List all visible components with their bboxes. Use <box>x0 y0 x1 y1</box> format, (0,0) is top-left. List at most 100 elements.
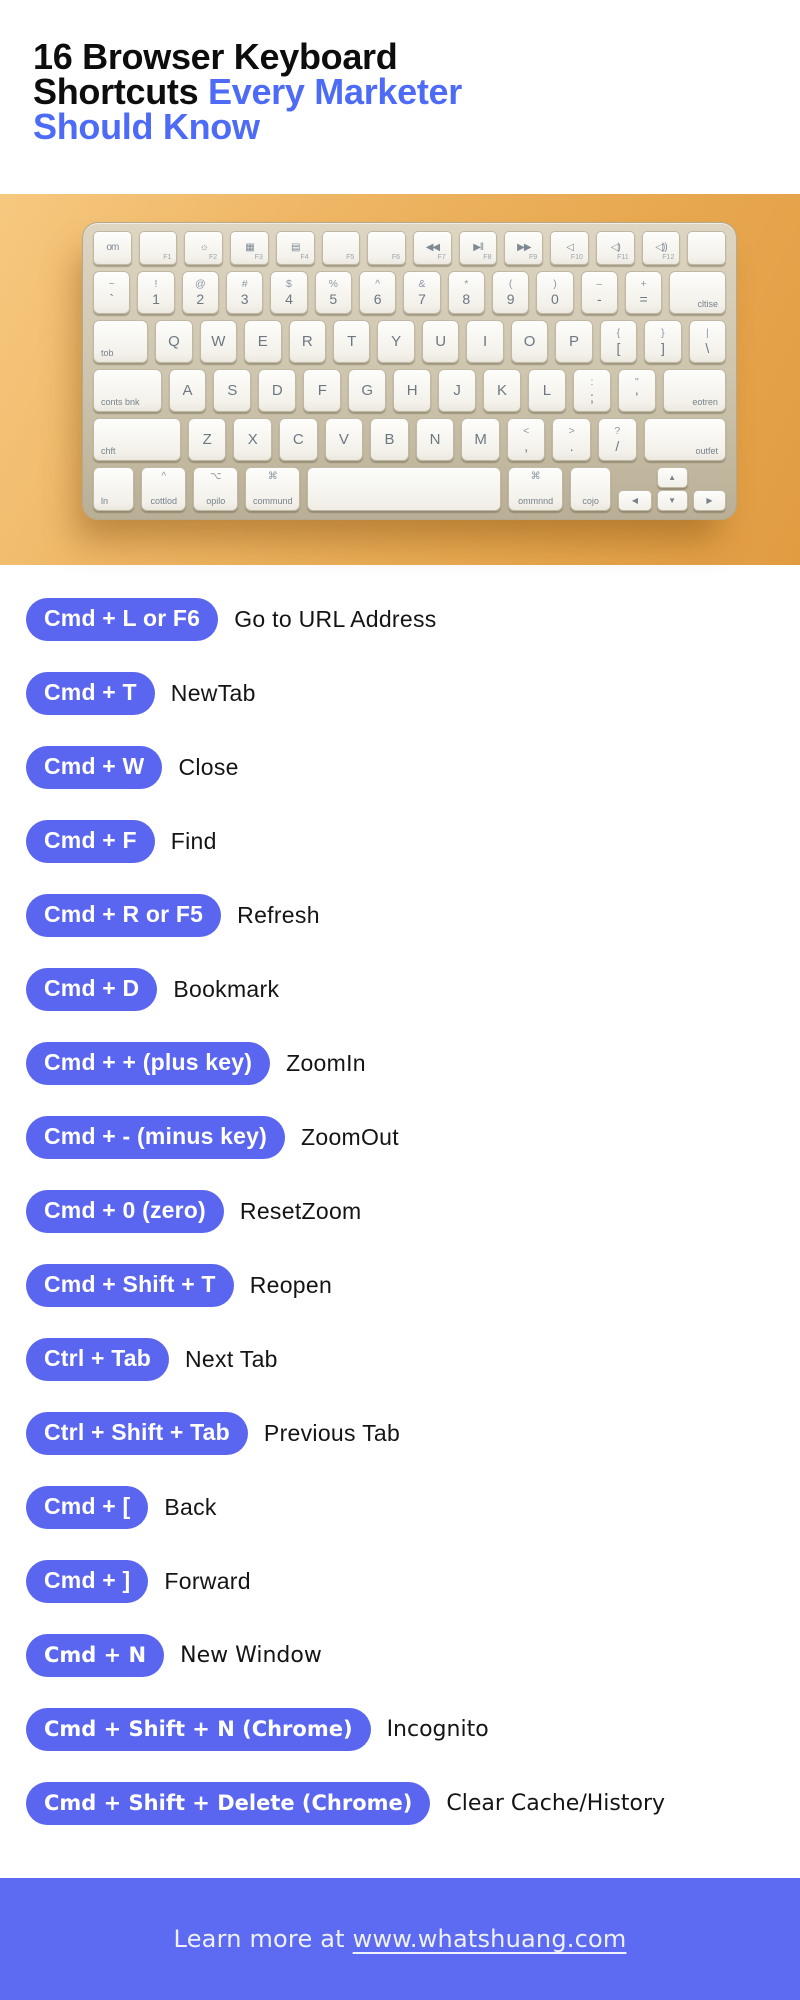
key-main-legend: ln <box>101 496 109 506</box>
key-main-legend: P <box>568 333 579 350</box>
title-black-text: 16 Browser Keyboard <box>33 36 398 77</box>
shortcut-row: Cmd + + (plus key)ZoomIn <box>26 1042 800 1085</box>
keyboard-key: A <box>168 369 207 412</box>
key-fn-label: F6 <box>391 254 401 261</box>
key-main-legend: 2 <box>196 291 205 308</box>
shortcut-action-label: Previous Tab <box>263 1420 401 1446</box>
key-top-legend: > <box>568 424 575 437</box>
key-main-legend: eotren <box>692 397 718 407</box>
key-main-legend: commund <box>253 496 293 506</box>
key-main-legend: L <box>542 382 552 399</box>
keyboard-key: L <box>528 369 566 412</box>
key-top-legend: ~ <box>108 277 115 290</box>
key-glyph: ▤ <box>291 242 301 253</box>
keyboard-key: ▶▶F9 <box>504 231 544 265</box>
key-main-legend: G <box>361 382 374 399</box>
key-main-legend: Z <box>202 431 212 448</box>
shortcut-row: Cmd + 0 (zero)ResetZoom <box>26 1190 800 1233</box>
key-main-legend: 5 <box>329 291 338 308</box>
footer-text: Learn more at www.whatshuang.com <box>174 1925 627 1953</box>
key-main-legend: - <box>596 291 602 308</box>
shortcut-action-label: Next Tab <box>185 1346 278 1372</box>
key-main-legend: T <box>347 333 357 350</box>
key-main-legend: Y <box>391 333 402 350</box>
keyboard-key: |\ <box>688 320 727 363</box>
keyboard-key: I <box>466 320 504 363</box>
keyboard-key: )0 <box>536 271 574 314</box>
key-main-legend: U <box>435 333 447 350</box>
key-main-legend: X <box>247 431 258 448</box>
key-top-legend: + <box>640 277 647 290</box>
title-line: 16 Browser Keyboard <box>33 36 593 77</box>
keyboard-key: om <box>93 231 132 265</box>
keyboard-key: tob <box>93 320 149 363</box>
keyboard-key: ⌘ommnnd <box>508 467 564 511</box>
key-main-legend: ; <box>589 389 594 406</box>
key-top-legend: " <box>634 375 639 388</box>
key-top-legend: ⌥ <box>210 471 222 482</box>
keyboard-key: R <box>288 320 326 363</box>
title-accent-text: Every Marketer <box>208 71 462 112</box>
shortcut-action-label: Clear Cache/History <box>446 1791 666 1816</box>
key-main-legend: 7 <box>418 291 426 308</box>
keyboard-key: N <box>415 418 455 461</box>
shortcut-action-label: Incognito <box>386 1717 489 1742</box>
key-top-legend: ^ <box>161 471 167 482</box>
key-top-legend: – <box>596 277 603 290</box>
keyboard-key: ?/ <box>597 418 637 461</box>
keyboard-key: Y <box>377 320 415 363</box>
key-glyph: ◁)) <box>655 242 667 253</box>
key-main-legend: outfet <box>695 446 718 456</box>
key-main-legend: A <box>182 382 193 399</box>
key-main-legend: 6 <box>373 291 382 308</box>
space-key <box>307 467 502 511</box>
shortcut-keys-pill: Cmd + T <box>26 672 155 715</box>
key-main-legend: V <box>338 431 349 448</box>
arrow-down-key: ▼ <box>656 490 688 511</box>
shortcut-action-label: Refresh <box>237 902 320 928</box>
key-main-legend: / <box>615 438 620 455</box>
key-glyph: ▦ <box>245 242 255 253</box>
key-top-legend: ) <box>553 277 557 290</box>
key-fn-label: F5 <box>346 254 355 261</box>
title-line: Should Know <box>33 109 593 145</box>
shortcut-action-label: Back <box>164 1494 217 1520</box>
key-main-legend: , <box>524 438 529 455</box>
key-top-legend: # <box>241 277 248 290</box>
shortcut-keys-pill: Cmd + N <box>26 1634 165 1677</box>
keyboard-key: D <box>258 369 297 412</box>
key-main-legend: ommnnd <box>518 496 554 506</box>
title-line: Shortcuts Every Marketer <box>33 71 593 112</box>
keyboard-key: F5 <box>321 231 361 265</box>
key-top-legend: * <box>464 277 469 290</box>
keyboard-key <box>687 231 727 265</box>
keyboard-key: Q <box>155 320 193 363</box>
key-main-legend: N <box>429 431 441 448</box>
shortcut-keys-pill: Cmd + Shift + T <box>26 1264 234 1307</box>
shortcut-keys-pill: Cmd + D <box>26 968 158 1011</box>
keyboard-key: ▶‖F8 <box>458 231 498 265</box>
keyboard-key: ☼F2 <box>184 231 224 265</box>
keyboard-key: W <box>199 320 238 363</box>
keyboard-key: ◁))F12 <box>641 231 681 265</box>
key-main-legend: 0 <box>551 291 559 308</box>
keyboard-key: S <box>213 369 252 412</box>
key-main-legend: O <box>523 333 536 350</box>
footer-link[interactable]: www.whatshuang.com <box>352 1925 627 1953</box>
key-fn-label: F2 <box>208 254 218 261</box>
keyboard-key: #3 <box>225 271 264 314</box>
keyboard-key: *8 <box>447 271 485 314</box>
keyboard-key: O <box>510 320 549 363</box>
shortcut-keys-pill: Cmd + [ <box>26 1486 149 1529</box>
key-fn-label: F4 <box>300 254 309 261</box>
key-top-legend: % <box>328 277 338 290</box>
